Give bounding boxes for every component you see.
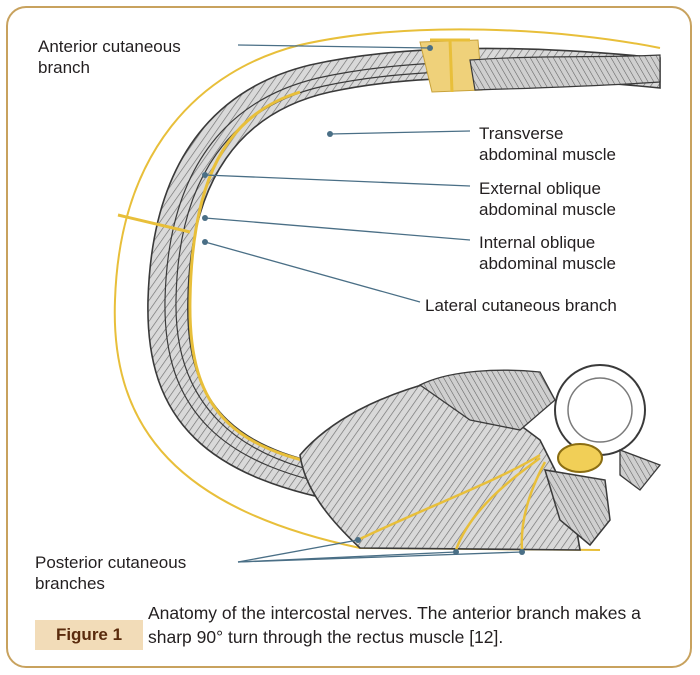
label-external-line2: abdominal muscle — [479, 199, 616, 220]
label-posterior-line1: Posterior cutaneous — [35, 552, 186, 573]
spinal-cord — [558, 444, 602, 472]
transverse-process — [620, 450, 660, 490]
label-transverse-line1: Transverse — [479, 123, 616, 144]
leader-dot-lateral — [202, 239, 208, 245]
leader-dot-posterior-2 — [453, 549, 459, 555]
leader-dot-external — [202, 172, 208, 178]
label-internal-oblique: Internal oblique abdominal muscle — [479, 232, 616, 274]
leader-dot-posterior-1 — [355, 537, 361, 543]
label-transverse-line2: abdominal muscle — [479, 144, 616, 165]
leader-lateral — [205, 242, 420, 302]
leader-dot-transverse — [327, 131, 333, 137]
label-anterior-cutaneous-branch: Anterior cutaneous branch — [38, 36, 181, 78]
label-external-oblique: External oblique abdominal muscle — [479, 178, 616, 220]
leader-posterior-3 — [238, 552, 522, 562]
label-lateral-cutaneous-branch: Lateral cutaneous branch — [425, 295, 617, 316]
leader-external — [205, 175, 470, 186]
leader-internal — [205, 218, 470, 240]
figure-badge: Figure 1 — [35, 620, 143, 650]
label-anterior-line1: Anterior cutaneous — [38, 36, 181, 57]
leader-dot-posterior-3 — [519, 549, 525, 555]
label-anterior-line2: branch — [38, 57, 181, 78]
leader-dot-anterior — [427, 45, 433, 51]
leader-anterior — [238, 45, 430, 48]
label-posterior-line2: branches — [35, 573, 186, 594]
leader-transverse — [330, 131, 470, 134]
label-internal-line2: abdominal muscle — [479, 253, 616, 274]
figure-caption: Anatomy of the intercostal nerves. The a… — [148, 601, 688, 649]
label-posterior-cutaneous-branches: Posterior cutaneous branches — [35, 552, 186, 594]
label-external-line1: External oblique — [479, 178, 616, 199]
label-internal-line1: Internal oblique — [479, 232, 616, 253]
leader-dot-internal — [202, 215, 208, 221]
label-transverse-abdominal-muscle: Transverse abdominal muscle — [479, 123, 616, 165]
